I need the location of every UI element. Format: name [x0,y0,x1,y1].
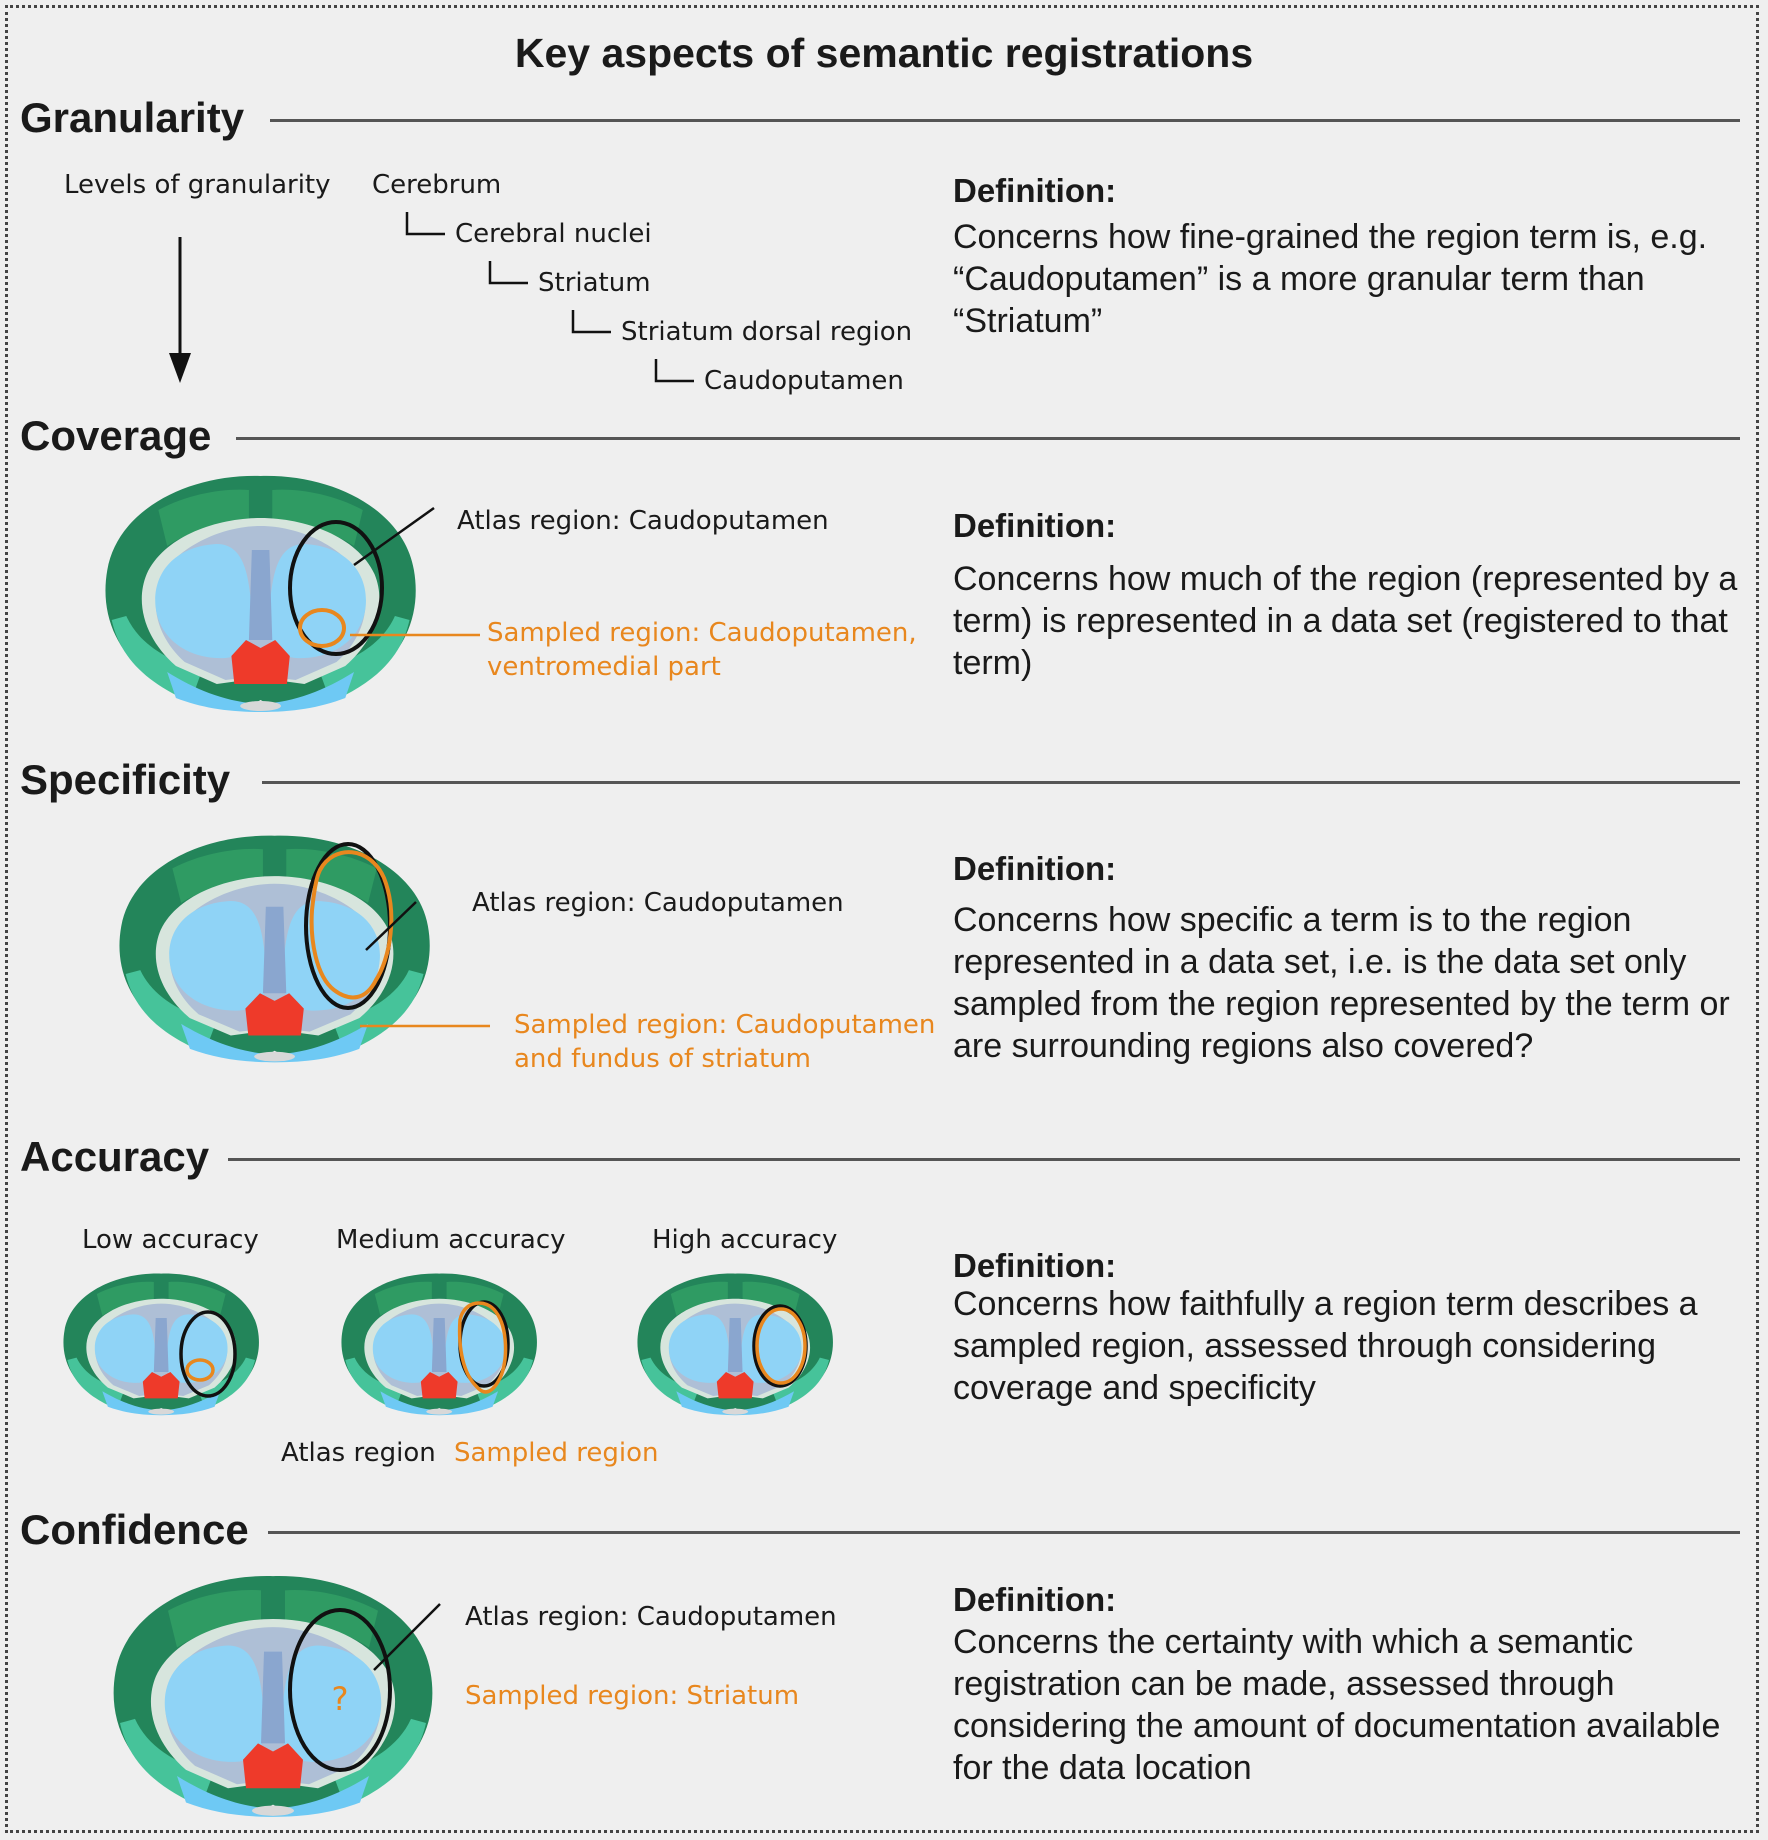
hierarchy-cerebrum: Cerebrum [372,170,502,200]
accuracy-low-sampled-outline [185,1358,215,1382]
confidence-question-mark: ? [332,1680,349,1718]
hierarchy-striatum: Striatum [538,268,651,298]
coverage-leader-lines [350,506,480,637]
confidence-brain-diagram: ? [113,1576,433,1817]
coverage-rule [236,437,1740,440]
accuracy-legend-atlas: Atlas region [281,1438,436,1468]
coverage-title: Coverage [20,412,212,459]
coverage-atlas-outline [288,520,384,656]
figure-title: Key aspects of semantic registrations [514,30,1254,76]
confidence-leader-line [373,1603,441,1671]
granularity-levels-label: Levels of granularity [64,170,331,200]
hierarchy-connector-2 [488,261,528,285]
confidence-definition: Concerns the certainty with which a sema… [953,1623,1721,1787]
specificity-sampled-label-1: Sampled region: Caudoputamen [514,1010,936,1040]
hierarchy-connector-4 [654,359,694,383]
granularity-definition-label: Definition: [953,172,1117,209]
confidence-atlas-outline [288,1608,392,1772]
accuracy-title: Accuracy [20,1133,210,1180]
accuracy-high-sampled-outline [755,1307,807,1385]
confidence-sampled-label: Sampled region: Striatum [465,1681,800,1711]
coverage-definition-label: Definition: [953,507,1117,544]
accuracy-rule [228,1158,1740,1161]
hierarchy-caudoputamen: Caudoputamen [704,366,904,396]
granularity-title: Granularity [20,94,245,141]
accuracy-medium-brain [341,1273,537,1416]
coverage-sampled-label-2: ventromedial part [487,652,721,682]
coverage-atlas-label: Atlas region: Caudoputamen [457,506,829,536]
accuracy-high-brain [637,1273,833,1416]
coverage-definition: Concerns how much of the region (represe… [953,560,1738,682]
accuracy-low-label: Low accuracy [82,1225,259,1255]
figure-frame [5,5,1759,1833]
specificity-rule [262,781,1740,784]
specificity-sampled-label-2: and fundus of striatum [514,1044,811,1074]
specificity-leader-lines [360,901,490,1028]
confidence-definition-label: Definition: [953,1581,1117,1618]
confidence-atlas-label: Atlas region: Caudoputamen [465,1602,837,1632]
coverage-sampled-label-1: Sampled region: Caudoputamen, [487,618,917,648]
accuracy-low-brain [63,1273,259,1416]
hierarchy-connector-3 [571,310,611,334]
granularity-definition: Concerns how fine-grained the region ter… [953,218,1708,340]
specificity-sampled-outline [309,850,394,1000]
specificity-definition-label: Definition: [953,850,1117,887]
accuracy-definition-label: Definition: [953,1247,1117,1284]
accuracy-definition: Concerns how faithfully a region term de… [953,1285,1698,1407]
accuracy-legend-sampled: Sampled region [454,1438,659,1468]
confidence-title: Confidence [20,1506,249,1553]
specificity-title: Specificity [20,756,231,803]
accuracy-high-label: High accuracy [652,1225,838,1255]
hierarchy-cerebral-nuclei: Cerebral nuclei [455,219,652,249]
accuracy-medium-label: Medium accuracy [336,1225,566,1255]
coverage-sampled-outline [298,608,346,648]
granularity-rule [270,119,1740,122]
accuracy-medium-sampled-outline [457,1301,508,1394]
specificity-definition: Concerns how specific a term is to the r… [953,901,1730,1065]
coverage-brain-diagram [105,475,416,712]
confidence-rule [268,1531,1740,1534]
hierarchy-connector-1 [405,212,445,236]
accuracy-low-atlas-outline [179,1310,237,1398]
granularity-arrow [169,237,191,383]
specificity-atlas-label: Atlas region: Caudoputamen [472,888,844,918]
hierarchy-striatum-dorsal-region: Striatum dorsal region [621,317,913,347]
